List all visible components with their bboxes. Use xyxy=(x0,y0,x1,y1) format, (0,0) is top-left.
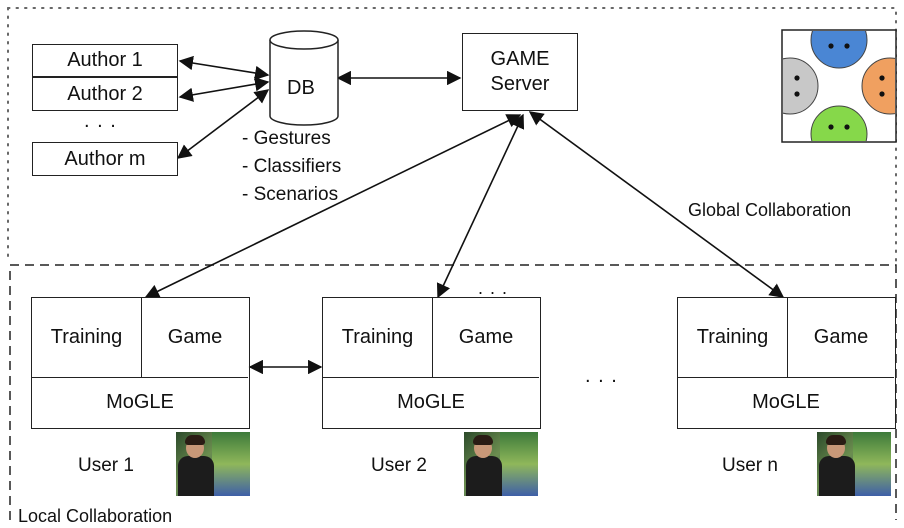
training-label: Training xyxy=(696,326,769,348)
db-item-classifiers: - Classifiers xyxy=(242,156,342,177)
mogle-module: MoGLE xyxy=(678,378,894,427)
arrow-author2-db xyxy=(178,77,270,102)
mogle-label: MoGLE xyxy=(397,391,465,413)
game-label: Game xyxy=(167,326,223,348)
global-collaboration-label: Global Collaboration xyxy=(688,200,852,220)
user-photo-2 xyxy=(464,432,538,496)
training-module: Training xyxy=(323,298,433,378)
game-server-box: GAME Server xyxy=(462,33,578,111)
author-label: Author 1 xyxy=(67,49,143,71)
local-collaboration-label: Local Collaboration xyxy=(18,506,173,526)
training-module: Training xyxy=(678,298,788,378)
game-module: Game xyxy=(142,298,248,378)
arrow-author1-db xyxy=(178,55,270,81)
db-item-gestures: - Gestures xyxy=(242,128,331,149)
user-name-1: User 1 xyxy=(78,455,134,476)
author-box-m: Author m xyxy=(32,142,178,176)
players-icon xyxy=(781,29,897,143)
mogle-module: MoGLE xyxy=(32,378,248,427)
user-photo-1 xyxy=(176,432,250,496)
db-cylinder xyxy=(269,30,339,126)
mogle-label: MoGLE xyxy=(752,391,820,413)
user-panel-n: Training Game MoGLE xyxy=(677,297,896,429)
db-label: DB xyxy=(287,77,315,99)
author-box-2: Author 2 xyxy=(32,77,178,111)
mogle-module: MoGLE xyxy=(323,378,539,427)
author-label: Author m xyxy=(64,147,146,170)
authors-ellipsis: . . . xyxy=(84,110,117,132)
arrow-server-user1 xyxy=(144,114,522,298)
training-module: Training xyxy=(32,298,142,378)
db-item-scenarios: - Scenarios xyxy=(242,184,339,205)
user-panel-1: Training Game MoGLE xyxy=(31,297,250,429)
server-line1: GAME xyxy=(490,48,550,70)
arrow-server-usern xyxy=(528,111,785,298)
user-name-n: User n xyxy=(722,455,778,476)
training-label: Training xyxy=(341,326,414,348)
user-photo-n xyxy=(817,432,891,496)
author-label: Author 2 xyxy=(67,82,143,105)
author-box-1: Author 1 xyxy=(32,44,178,77)
mid-ellipsis: . . . xyxy=(585,365,618,387)
game-label: Game xyxy=(458,326,514,348)
training-label: Training xyxy=(50,326,123,348)
user-panel-2: Training Game MoGLE xyxy=(322,297,541,429)
mogle-label: MoGLE xyxy=(106,391,174,413)
arrow-server-user2 xyxy=(436,113,525,299)
server-line2: Server xyxy=(490,73,550,95)
top-ellipsis: . . . xyxy=(478,278,509,298)
game-label: Game xyxy=(813,326,869,348)
user-name-2: User 2 xyxy=(371,455,427,476)
game-module: Game xyxy=(433,298,539,378)
game-module: Game xyxy=(788,298,894,378)
